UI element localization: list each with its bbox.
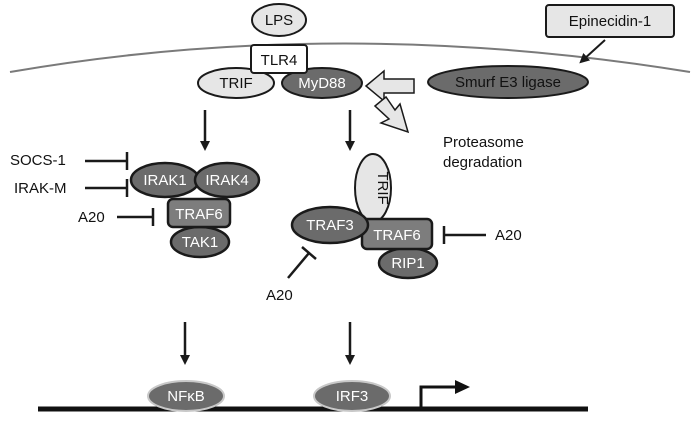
a20-right-label: A20: [495, 227, 522, 244]
lps-node: [251, 3, 307, 37]
tak1-label: TAK1: [182, 234, 218, 251]
tlr4-node: [250, 44, 308, 74]
traf3-label: TRAF3: [306, 217, 354, 234]
transcription-start-arrowhead: [455, 380, 470, 394]
cell-membrane: [9, 42, 691, 73]
traf6-left-label: TRAF6: [175, 206, 223, 223]
myd88-node: [281, 67, 363, 99]
traf6-right-label: TRAF6: [373, 227, 421, 244]
proteasome-line2: degradation: [443, 154, 522, 171]
trif-label: TRIF: [219, 75, 252, 92]
irf3-node: [313, 380, 391, 412]
irak4-label: IRAK4: [205, 172, 248, 189]
nfkb-label: NFκB: [167, 388, 205, 405]
smurf-node: [427, 65, 589, 99]
a20-bottom-inhibit-bar: [301, 246, 317, 260]
a20-bottom-inhibit: [287, 252, 310, 279]
rip1-label: RIP1: [391, 255, 424, 272]
tlr4-label: TLR4: [261, 52, 298, 69]
nfkb-node: [147, 380, 225, 412]
a20-left-label: A20: [78, 209, 105, 226]
epinecidin-node: [545, 4, 675, 38]
a20-bottom-label: A20: [266, 287, 293, 304]
proteasome-arrow: [373, 95, 410, 134]
proteasome-line1: Proteasome: [443, 134, 524, 151]
irak4-node: [193, 161, 261, 199]
irak1-label: IRAK1: [143, 172, 186, 189]
traf3-node: [290, 205, 370, 245]
traf6-left-node: [166, 197, 232, 229]
epinecidin-arrow: [579, 39, 606, 64]
trif-vertical-label: TRIF: [374, 171, 391, 204]
socs1-label: SOCS-1: [10, 152, 66, 169]
epinecidin-label: Epinecidin-1: [569, 13, 652, 30]
trif-node: [197, 67, 275, 99]
lps-label: LPS: [265, 12, 293, 29]
irf3-label: IRF3: [336, 388, 369, 405]
transcription-start-arrow: [419, 385, 457, 407]
smurf-label: Smurf E3 ligase: [455, 74, 561, 91]
myd88-label: MyD88: [298, 75, 346, 92]
smurf-to-myd88-arrow: [364, 69, 415, 103]
irakm-label: IRAK-M: [14, 180, 67, 197]
